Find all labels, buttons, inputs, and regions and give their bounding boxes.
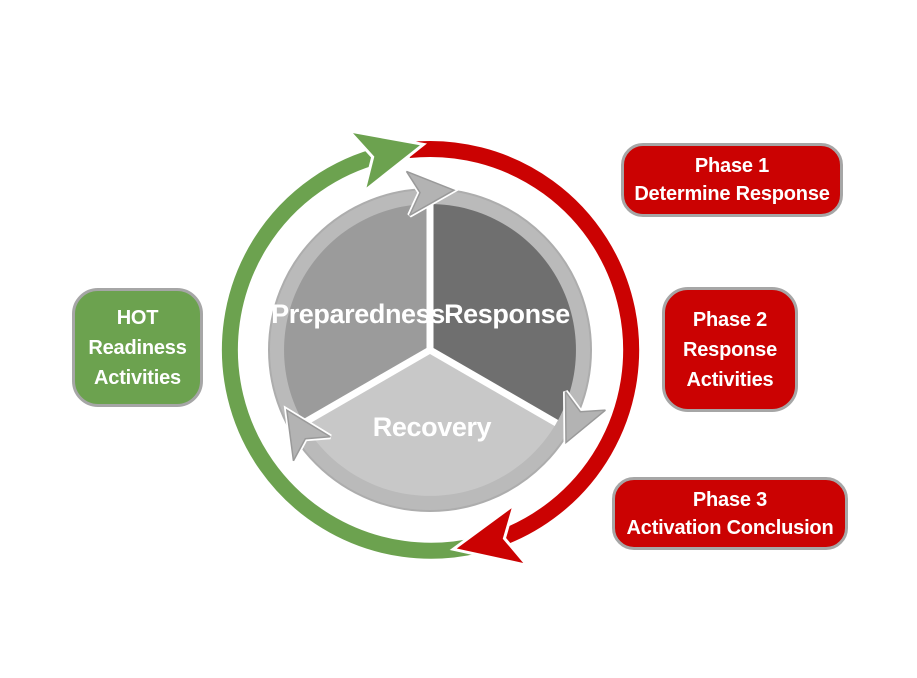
divider-lower-right [428,346,559,427]
callout-phase-3-activation-conclusion: Phase 3 Activation Conclusion [612,477,848,550]
flow-arrow-top-icon [404,169,460,218]
divider-lower-left [301,346,432,427]
segment-label-preparedness: Preparedness [271,299,445,329]
flow-arrow-top-shape [405,170,456,216]
flow-arrow-lower-left-shape [285,408,331,462]
segment-label-response: Response [444,299,570,329]
segment-recovery [303,350,557,496]
callout-hot-readiness-activities: HOT Readiness Activities [72,288,203,407]
green-arrowhead-shape [352,133,420,188]
flow-arrow-lower-left-icon [283,405,332,462]
red-arrowhead-shape [456,508,524,563]
callout-phase-2-response-activities: Phase 2 Response Activities [662,287,798,412]
activation-arc [408,140,640,549]
red-arrowhead-icon [449,505,526,566]
callout-phase-1-determine-response: Phase 1 Determine Response [621,143,843,217]
flow-arrow-lower-right-shape [564,391,606,445]
segment-label-recovery: Recovery [373,412,492,442]
segment-dividers [301,204,559,427]
green-arrowhead-icon [350,130,428,190]
flow-arrow-lower-right-icon [563,390,607,448]
readiness-arc [221,146,481,559]
